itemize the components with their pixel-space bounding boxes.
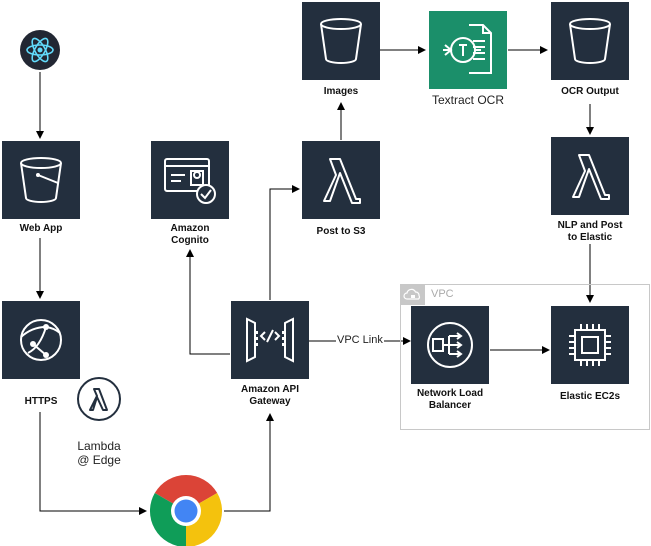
- edge-apigw-to-cognito: [186, 249, 230, 355]
- api-gateway-icon: [246, 317, 294, 363]
- lambda-edge-label: Lambda @ Edge: [77, 439, 121, 467]
- chrome-logo: [148, 473, 224, 546]
- nlp-label: NLP and Post to Elastic: [557, 220, 623, 243]
- cognito-node: [151, 141, 229, 219]
- web-app-node: [2, 141, 80, 219]
- web-app-label: Web App: [19, 223, 63, 234]
- ec2-chip-icon: [569, 324, 611, 366]
- vpc-group: VPC: [400, 284, 650, 430]
- nlb-label: Network Load Balancer: [416, 388, 484, 411]
- cognito-icon: [164, 158, 216, 204]
- post-to-s3-node: [302, 141, 380, 219]
- load-balancer-icon: [427, 322, 473, 368]
- edge-apigw-to-posts3: [269, 185, 300, 300]
- ec2-node: [551, 306, 629, 384]
- cloud-lock-icon: [401, 285, 425, 305]
- react-icon: [20, 30, 60, 70]
- lambda-icon: [323, 158, 361, 204]
- s3-bucket-icon: [320, 18, 362, 64]
- textract-label: Textract OCR: [431, 93, 504, 107]
- https-node: [2, 301, 80, 379]
- edge-https-to-chrome: [39, 412, 147, 515]
- textract-node: [429, 11, 507, 89]
- s3-bucket-icon: [569, 18, 611, 64]
- images-node: [302, 2, 380, 80]
- chrome-icon: [149, 475, 223, 546]
- images-label: Images: [323, 86, 359, 97]
- vpc-label: VPC: [431, 288, 454, 300]
- edge-chrome-to-apigw: [224, 413, 274, 512]
- cognito-label: Amazon Cognito: [170, 223, 210, 246]
- ec2-label: Elastic EC2s: [559, 391, 621, 402]
- ocr-output-node: [551, 2, 629, 80]
- textract-icon: [443, 24, 492, 74]
- api-gateway-node: [231, 301, 309, 379]
- lambda-icon: [572, 154, 610, 200]
- lambda-edge-node: [76, 376, 122, 422]
- vpc-link-label: VPC Link: [336, 334, 384, 346]
- s3-bucket-icon: [20, 157, 62, 203]
- ocr-output-label: OCR Output: [561, 86, 619, 97]
- https-label: HTTPS: [24, 396, 58, 407]
- react-logo: [20, 30, 60, 70]
- nlp-node: [551, 137, 629, 215]
- post-to-s3-label: Post to S3: [316, 226, 366, 237]
- nlb-node: [411, 306, 489, 384]
- api-gateway-label: Amazon API Gateway: [241, 384, 299, 407]
- cloudfront-icon: [20, 319, 62, 361]
- lambda-outline-icon: [77, 377, 121, 421]
